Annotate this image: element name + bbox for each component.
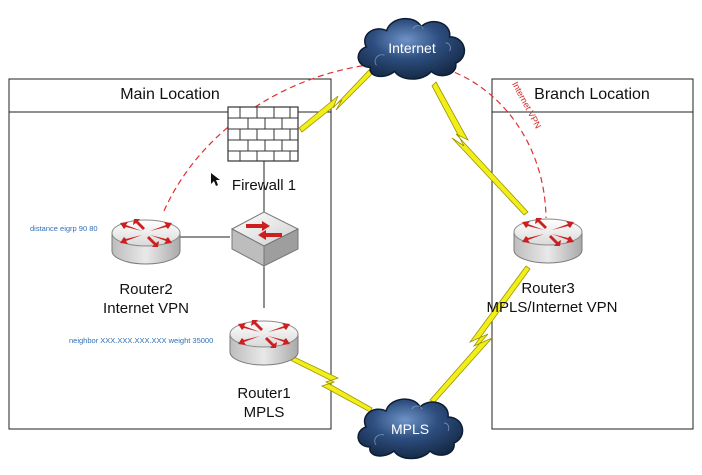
- mpls-cloud-label: MPLS: [390, 421, 430, 437]
- internet-cloud-label: Internet: [388, 40, 436, 56]
- firewall-icon: [227, 106, 299, 162]
- main-location-title: Main Location: [120, 86, 220, 103]
- mouse-cursor-icon: [211, 173, 220, 186]
- router2-config-note: distance eigrp 90 80: [30, 224, 98, 233]
- branch-location-title: Branch Location: [534, 86, 650, 103]
- switch-icon: [230, 211, 300, 267]
- router2-role: Internet VPN: [103, 300, 189, 317]
- router3-role: MPLS/Internet VPN: [486, 299, 618, 316]
- firewall-label: Firewall 1: [231, 177, 297, 194]
- router1-config-note: neighbor XXX.XXX.XXX.XXX weight 35000: [69, 336, 214, 345]
- wan-link-internet-router3: [431, 81, 529, 216]
- router1-role: MPLS: [243, 404, 285, 421]
- router3-name: Router3: [521, 280, 575, 297]
- router3-icon: [513, 217, 583, 264]
- router1-name: Router1: [237, 385, 291, 402]
- router2-icon: [111, 218, 181, 265]
- router1-icon: [229, 319, 299, 366]
- router2-name: Router2: [119, 281, 173, 298]
